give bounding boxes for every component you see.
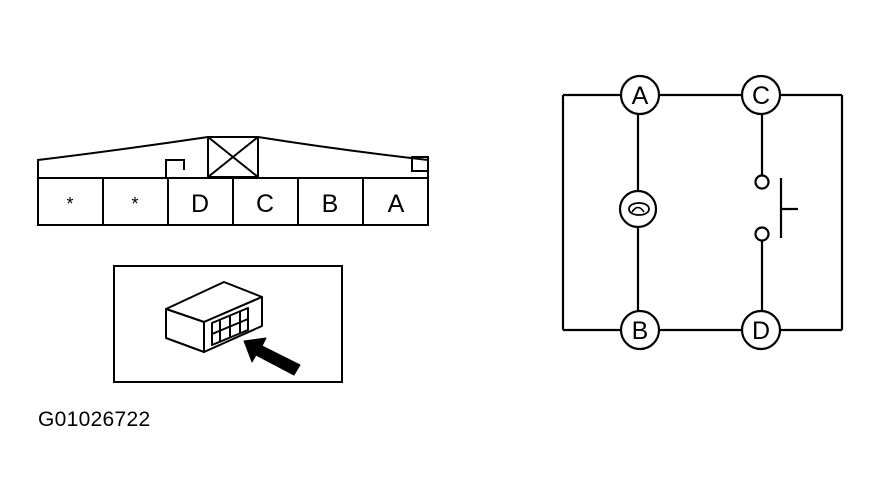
schematic bbox=[561, 74, 844, 351]
terminal-d bbox=[740, 309, 782, 351]
terminal-label-b: B bbox=[632, 317, 649, 345]
latch-cross-2 bbox=[207, 136, 259, 178]
terminal-a bbox=[619, 74, 661, 116]
normally-open-switch-icon bbox=[754, 174, 798, 242]
relay-module-icon bbox=[165, 281, 263, 353]
cavity-label-6: A bbox=[388, 190, 405, 218]
key-tab-right bbox=[411, 156, 429, 172]
figure-reference-code: G01026722 bbox=[38, 408, 151, 431]
key-tab-left bbox=[165, 159, 185, 178]
cavity-label-2: * bbox=[131, 194, 138, 214]
connector-face bbox=[37, 136, 429, 226]
arrow-icon bbox=[243, 337, 301, 376]
cavity-label-1: * bbox=[66, 194, 73, 214]
locator-frame bbox=[113, 265, 343, 383]
cavity-label-3: D bbox=[191, 190, 209, 218]
locator-box bbox=[113, 265, 343, 383]
terminal-c bbox=[740, 74, 782, 116]
terminal-labels: A C B D bbox=[632, 82, 770, 345]
socket-divider bbox=[211, 318, 249, 335]
terminal-label-c: C bbox=[752, 82, 770, 110]
terminal-label-a: A bbox=[632, 82, 649, 110]
terminal-label-d: D bbox=[752, 317, 770, 345]
terminal-b bbox=[619, 309, 661, 351]
cavity-label-5: B bbox=[322, 190, 339, 218]
lamp-symbol-icon bbox=[618, 189, 658, 229]
cavity-labels: * * D C B A bbox=[66, 190, 404, 218]
cavity-label-4: C bbox=[256, 190, 274, 218]
